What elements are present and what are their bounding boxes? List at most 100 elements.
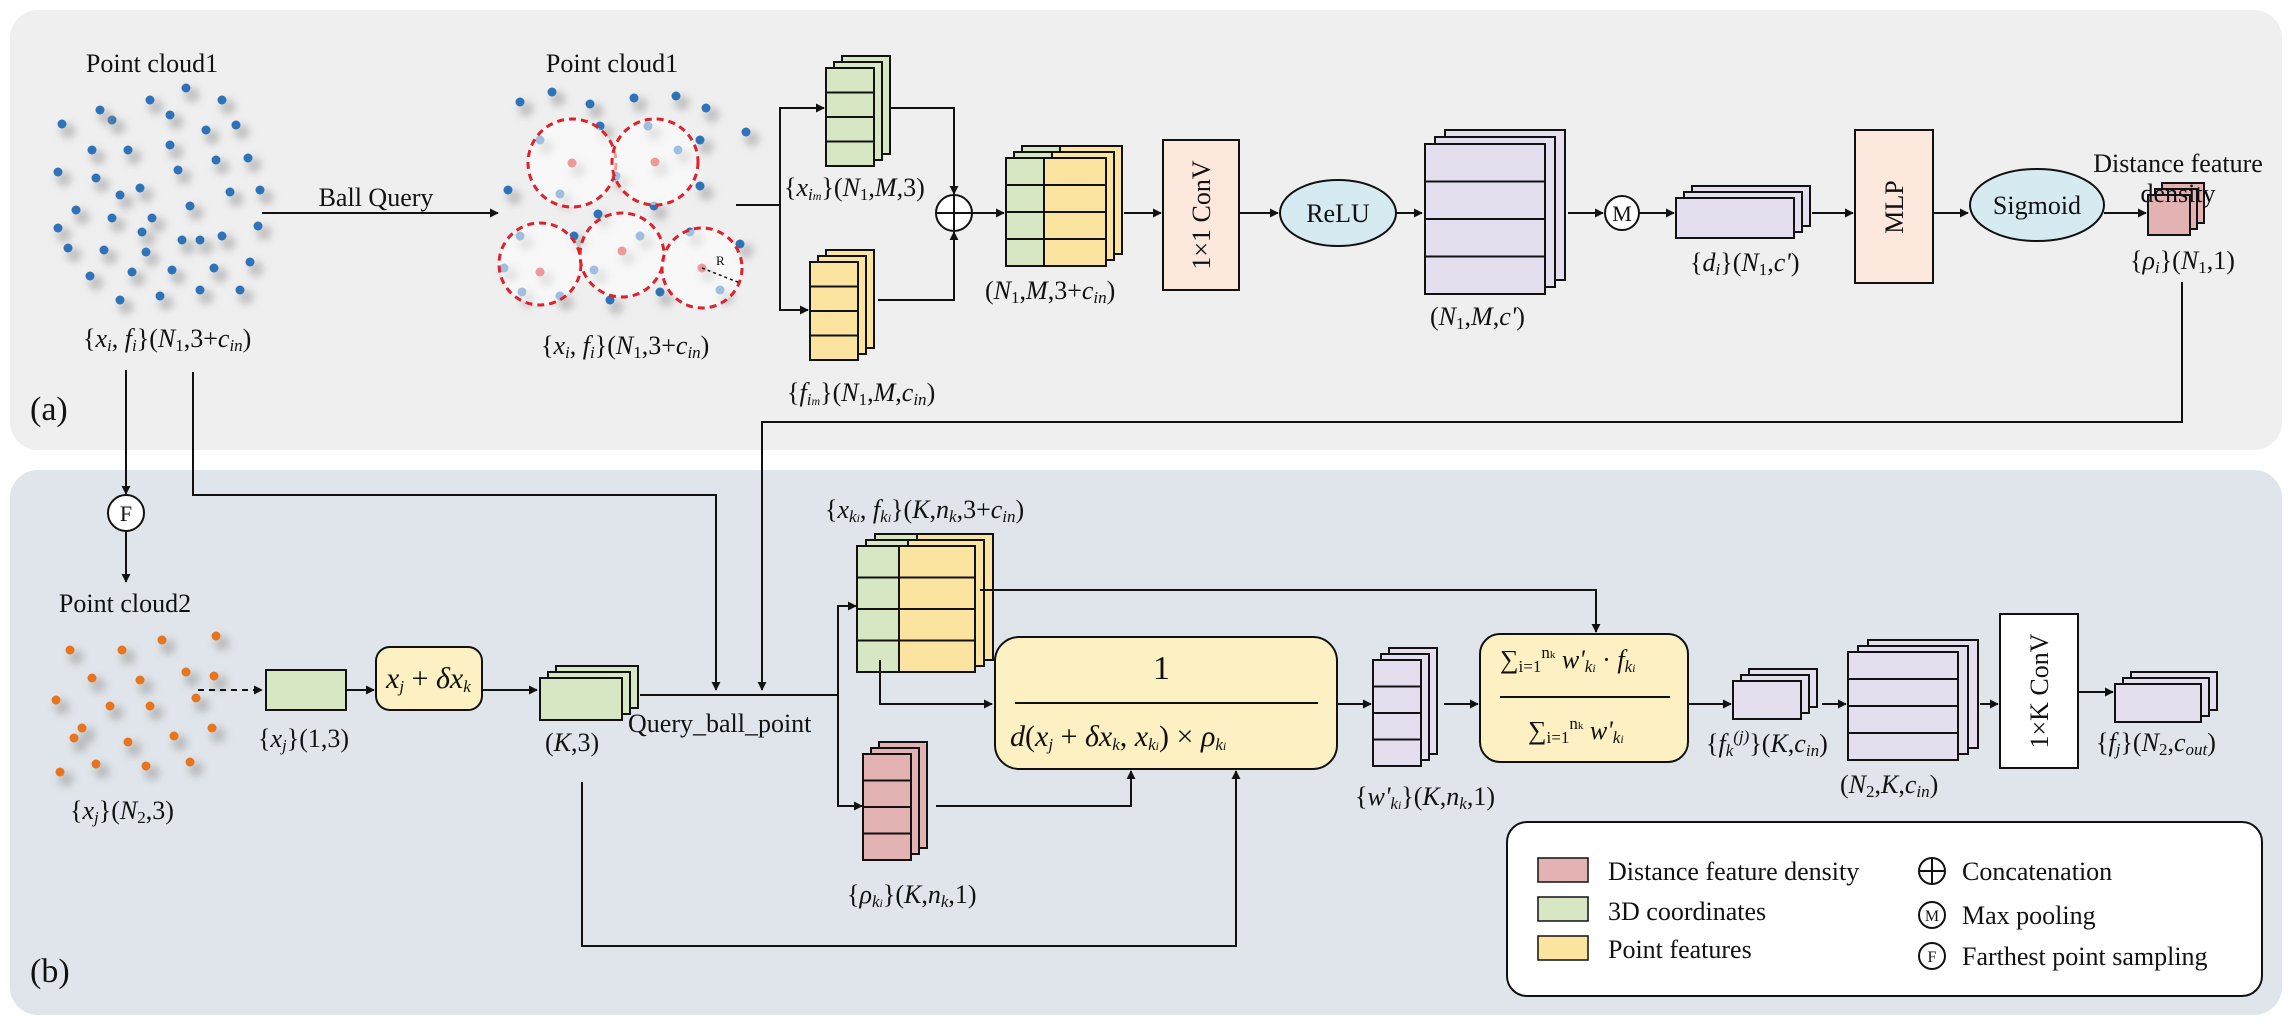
point-orange <box>69 733 79 743</box>
relu-output-stack <box>1424 129 1566 295</box>
grouped-coords-notation: {xim}(N1,M,3) <box>784 173 925 204</box>
point-blue <box>243 153 253 163</box>
conv-1xk-label: 1×K ConV <box>2025 633 2054 748</box>
stack-layer <box>2114 683 2202 723</box>
point-blue <box>503 185 513 195</box>
point-orange <box>181 667 191 677</box>
point-orange <box>91 759 101 769</box>
point-blue <box>135 183 145 193</box>
legend-swatch <box>1537 857 1589 883</box>
point-blue <box>107 213 117 223</box>
point-orange <box>105 701 115 711</box>
aggregated-features-stack <box>1732 668 1818 720</box>
neighbors-stack <box>856 533 994 673</box>
stack-layer <box>265 669 347 711</box>
point-blue <box>629 93 639 103</box>
connectors <box>121 103 2183 947</box>
fps-icon <box>107 494 145 532</box>
point-blue <box>57 119 67 129</box>
point-blue <box>85 271 95 281</box>
connector <box>936 770 1136 807</box>
kernel-features-notation: (N2,K,cin) <box>1840 770 1939 801</box>
kernel-features-stack <box>1847 639 1979 761</box>
conv-1x1-box <box>1162 139 1240 291</box>
connector <box>736 103 825 206</box>
point-blue <box>585 99 595 109</box>
point-blue <box>695 181 705 191</box>
point-blue <box>231 120 241 130</box>
connector <box>837 695 863 811</box>
point-blue <box>99 245 109 255</box>
point-blue <box>217 95 227 105</box>
point-blue <box>741 127 751 137</box>
density-notation: {ρi}(N1,1) <box>2130 246 2235 277</box>
legend-coordinates-label: 3D coordinates <box>1608 897 1766 926</box>
point-blue <box>547 87 557 97</box>
point-blue <box>155 291 165 301</box>
panel-a-label: (a) <box>30 391 68 428</box>
density-stack <box>2147 182 2205 236</box>
point-blue <box>605 295 615 305</box>
concat-output-notation: (N1,M,3+cin) <box>985 276 1116 307</box>
conv-1xk-box <box>1999 613 2079 769</box>
point-blue <box>209 263 219 273</box>
point-blue <box>167 265 177 275</box>
point-blue <box>137 227 147 237</box>
kernel-points-stack <box>539 665 639 721</box>
legend-swatch <box>1537 935 1589 961</box>
point-orange <box>123 737 133 747</box>
point-blue <box>593 209 603 219</box>
point-blue <box>201 125 211 135</box>
point-blue <box>165 140 175 150</box>
point-blue <box>695 135 705 145</box>
kernel-points-notation: (K,3) <box>545 728 600 757</box>
point-blue <box>735 239 745 249</box>
mlp-label: MLP <box>1880 180 1909 233</box>
conv-1x1-label: 1×1 ConV <box>1187 160 1216 270</box>
aggregated-features-notation: {fk(j)}(K,cin) <box>1706 727 1828 760</box>
point-blue <box>141 247 151 257</box>
point-blue <box>115 190 125 200</box>
point-orange <box>55 767 65 777</box>
legend-max-pooling-label: Max pooling <box>1962 901 2096 930</box>
point-blue <box>147 213 157 223</box>
point-blue <box>165 110 175 120</box>
point-orange <box>51 695 61 705</box>
point-orange <box>145 701 155 711</box>
sigmoid-node <box>1969 168 2105 242</box>
point-blue <box>701 103 711 113</box>
point-orange <box>191 693 201 703</box>
aggregation-numerator: ∑i=1nk w'ki · fki <box>1500 643 1636 676</box>
point-blue <box>185 201 195 211</box>
point-blue <box>181 83 191 93</box>
grouped-features-stack <box>809 249 875 361</box>
point-blue <box>115 295 125 305</box>
legend-concatenation-label: Concatenation <box>1962 857 2112 886</box>
pc1-left-notation: {xi, fi}(N1,3+cin) <box>83 324 252 355</box>
blocks <box>265 55 2218 861</box>
legend <box>1506 821 2263 997</box>
point-blue <box>655 287 665 297</box>
point-cloud1-right-title: Point cloud1 <box>546 49 678 78</box>
point-blue <box>195 235 205 245</box>
connector <box>980 589 1601 633</box>
legend-features-label: Point features <box>1608 935 1752 964</box>
weight-denominator: d(xj + δxk, xki) × ρki <box>1010 720 1227 754</box>
point-blue <box>173 165 183 175</box>
weight-numerator: 1 <box>1153 650 1170 687</box>
point-blue <box>217 231 227 241</box>
point-blue <box>225 187 235 197</box>
point-blue <box>245 257 255 267</box>
ball-query-label: Ball Query <box>319 183 434 212</box>
fps-symbol: F <box>120 501 132 526</box>
point-orange <box>65 645 75 655</box>
point-orange <box>207 723 217 733</box>
legend-density-label: Distance feature density <box>1608 857 1859 886</box>
legend-max-pooling-icon <box>1918 901 1946 929</box>
point-blue <box>95 105 105 115</box>
concat-stack <box>1005 145 1123 267</box>
radius-line <box>701 267 741 284</box>
point-blue <box>145 95 155 105</box>
max-pooling-symbol: M <box>1612 201 1632 226</box>
